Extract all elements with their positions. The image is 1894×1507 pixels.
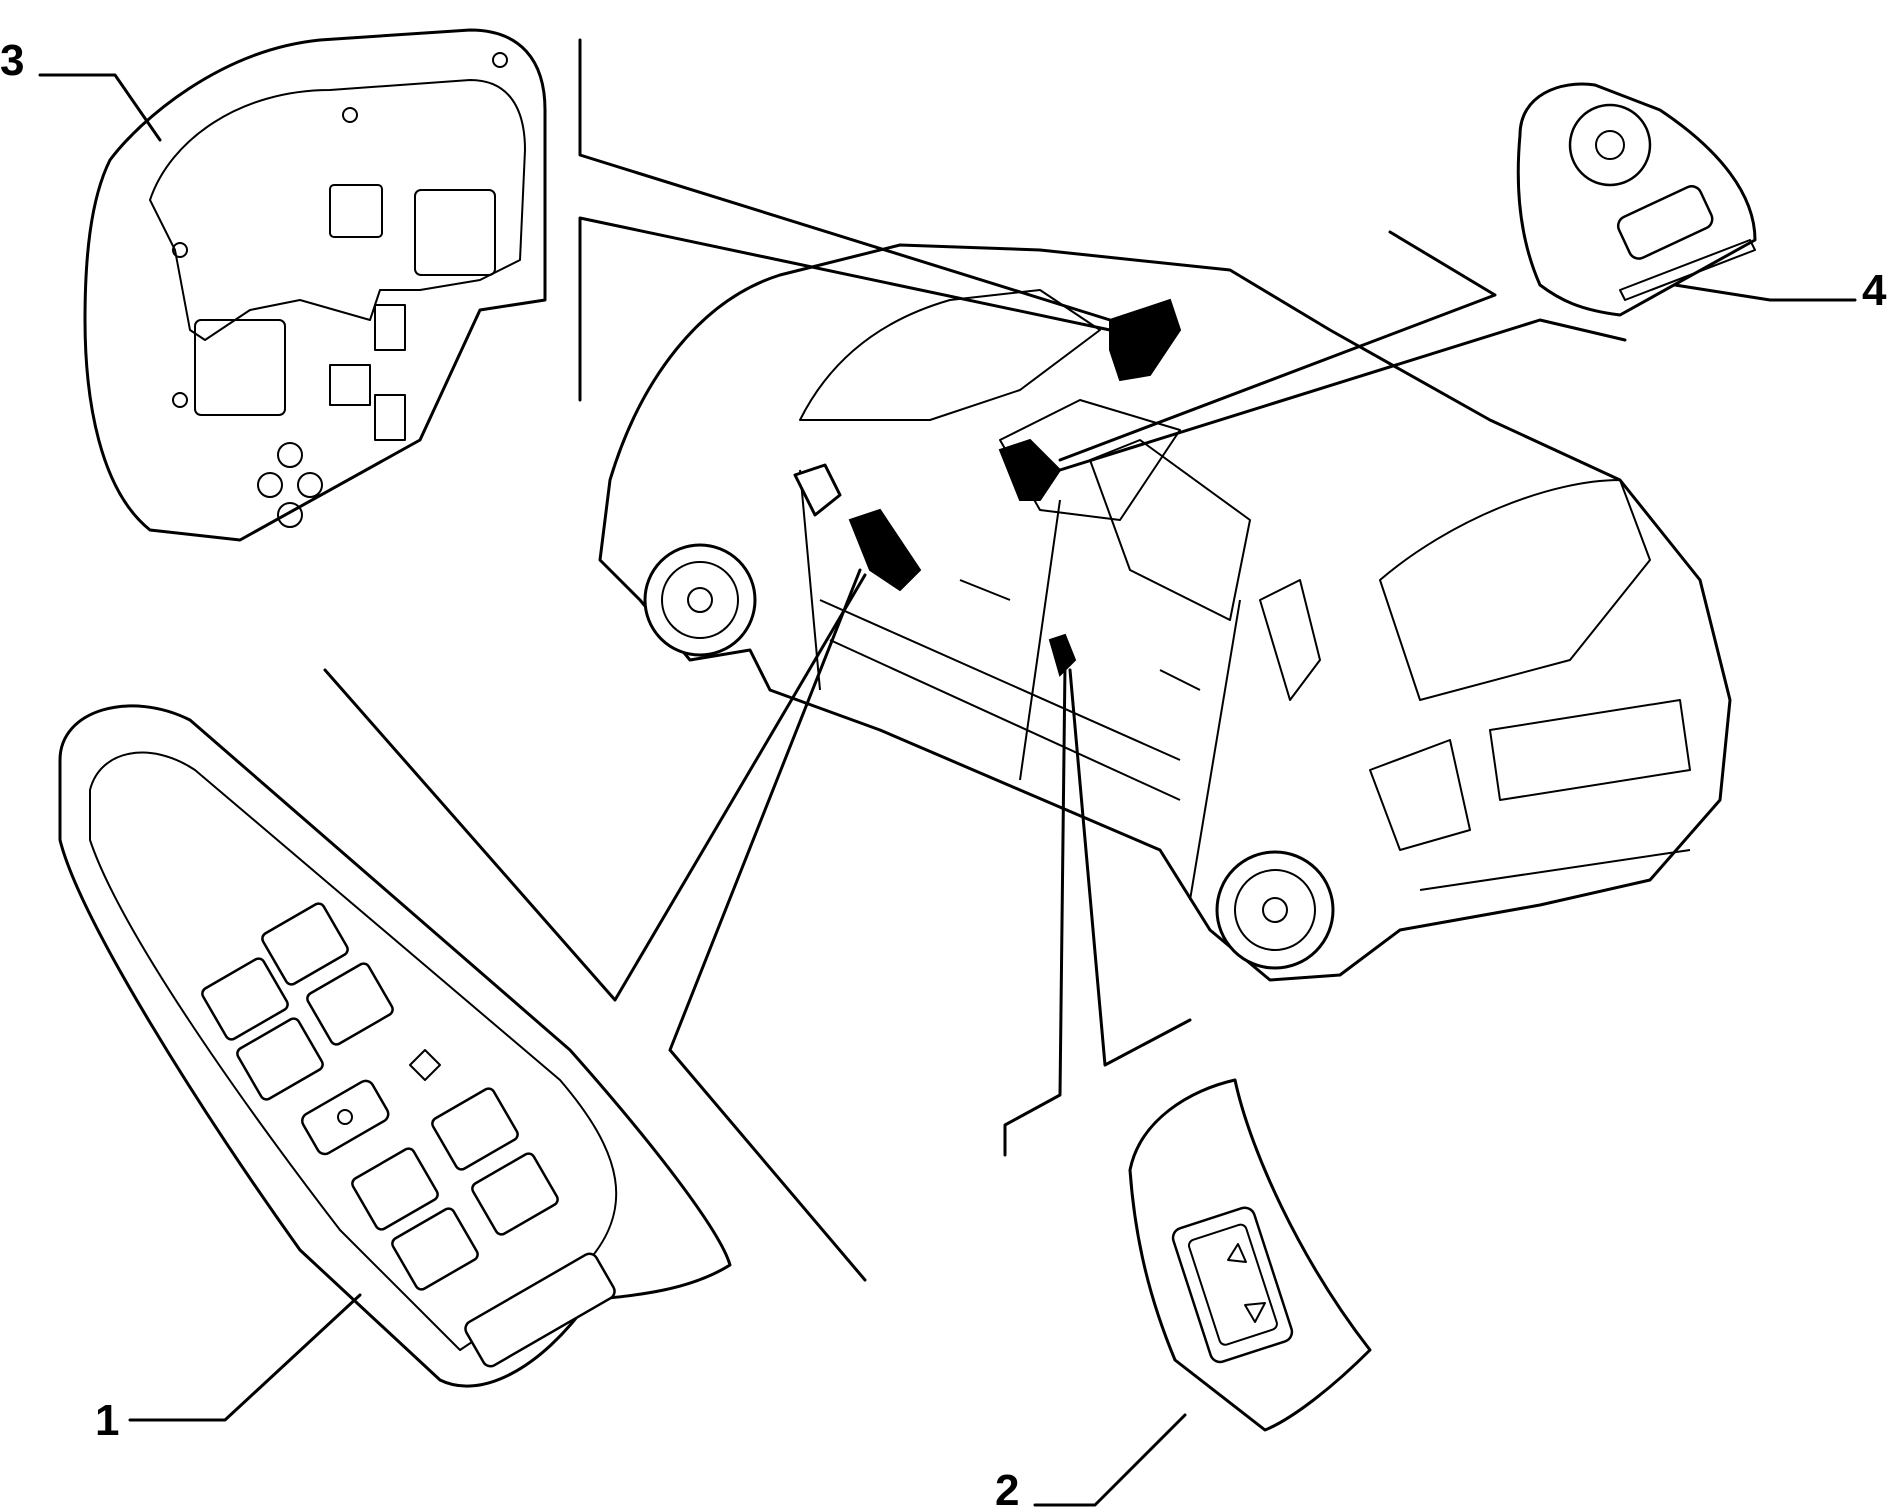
callout-numbers: 1 2 3 4 [0, 36, 1887, 1507]
callout-lines [38, 73, 1857, 1507]
leader-lines [323, 38, 1627, 1282]
car-illustration [598, 243, 1732, 982]
callout-1: 1 [95, 1396, 119, 1445]
callout-3: 3 [0, 36, 24, 85]
part-1-window-switch-panel [58, 704, 732, 1388]
part-4-mirror-switch [1516, 82, 1757, 317]
callout-2: 2 [995, 1466, 1019, 1507]
part-3-roof-console-module [83, 28, 547, 542]
part-2-rear-window-switch [1128, 1078, 1372, 1432]
callout-4: 4 [1862, 266, 1887, 315]
